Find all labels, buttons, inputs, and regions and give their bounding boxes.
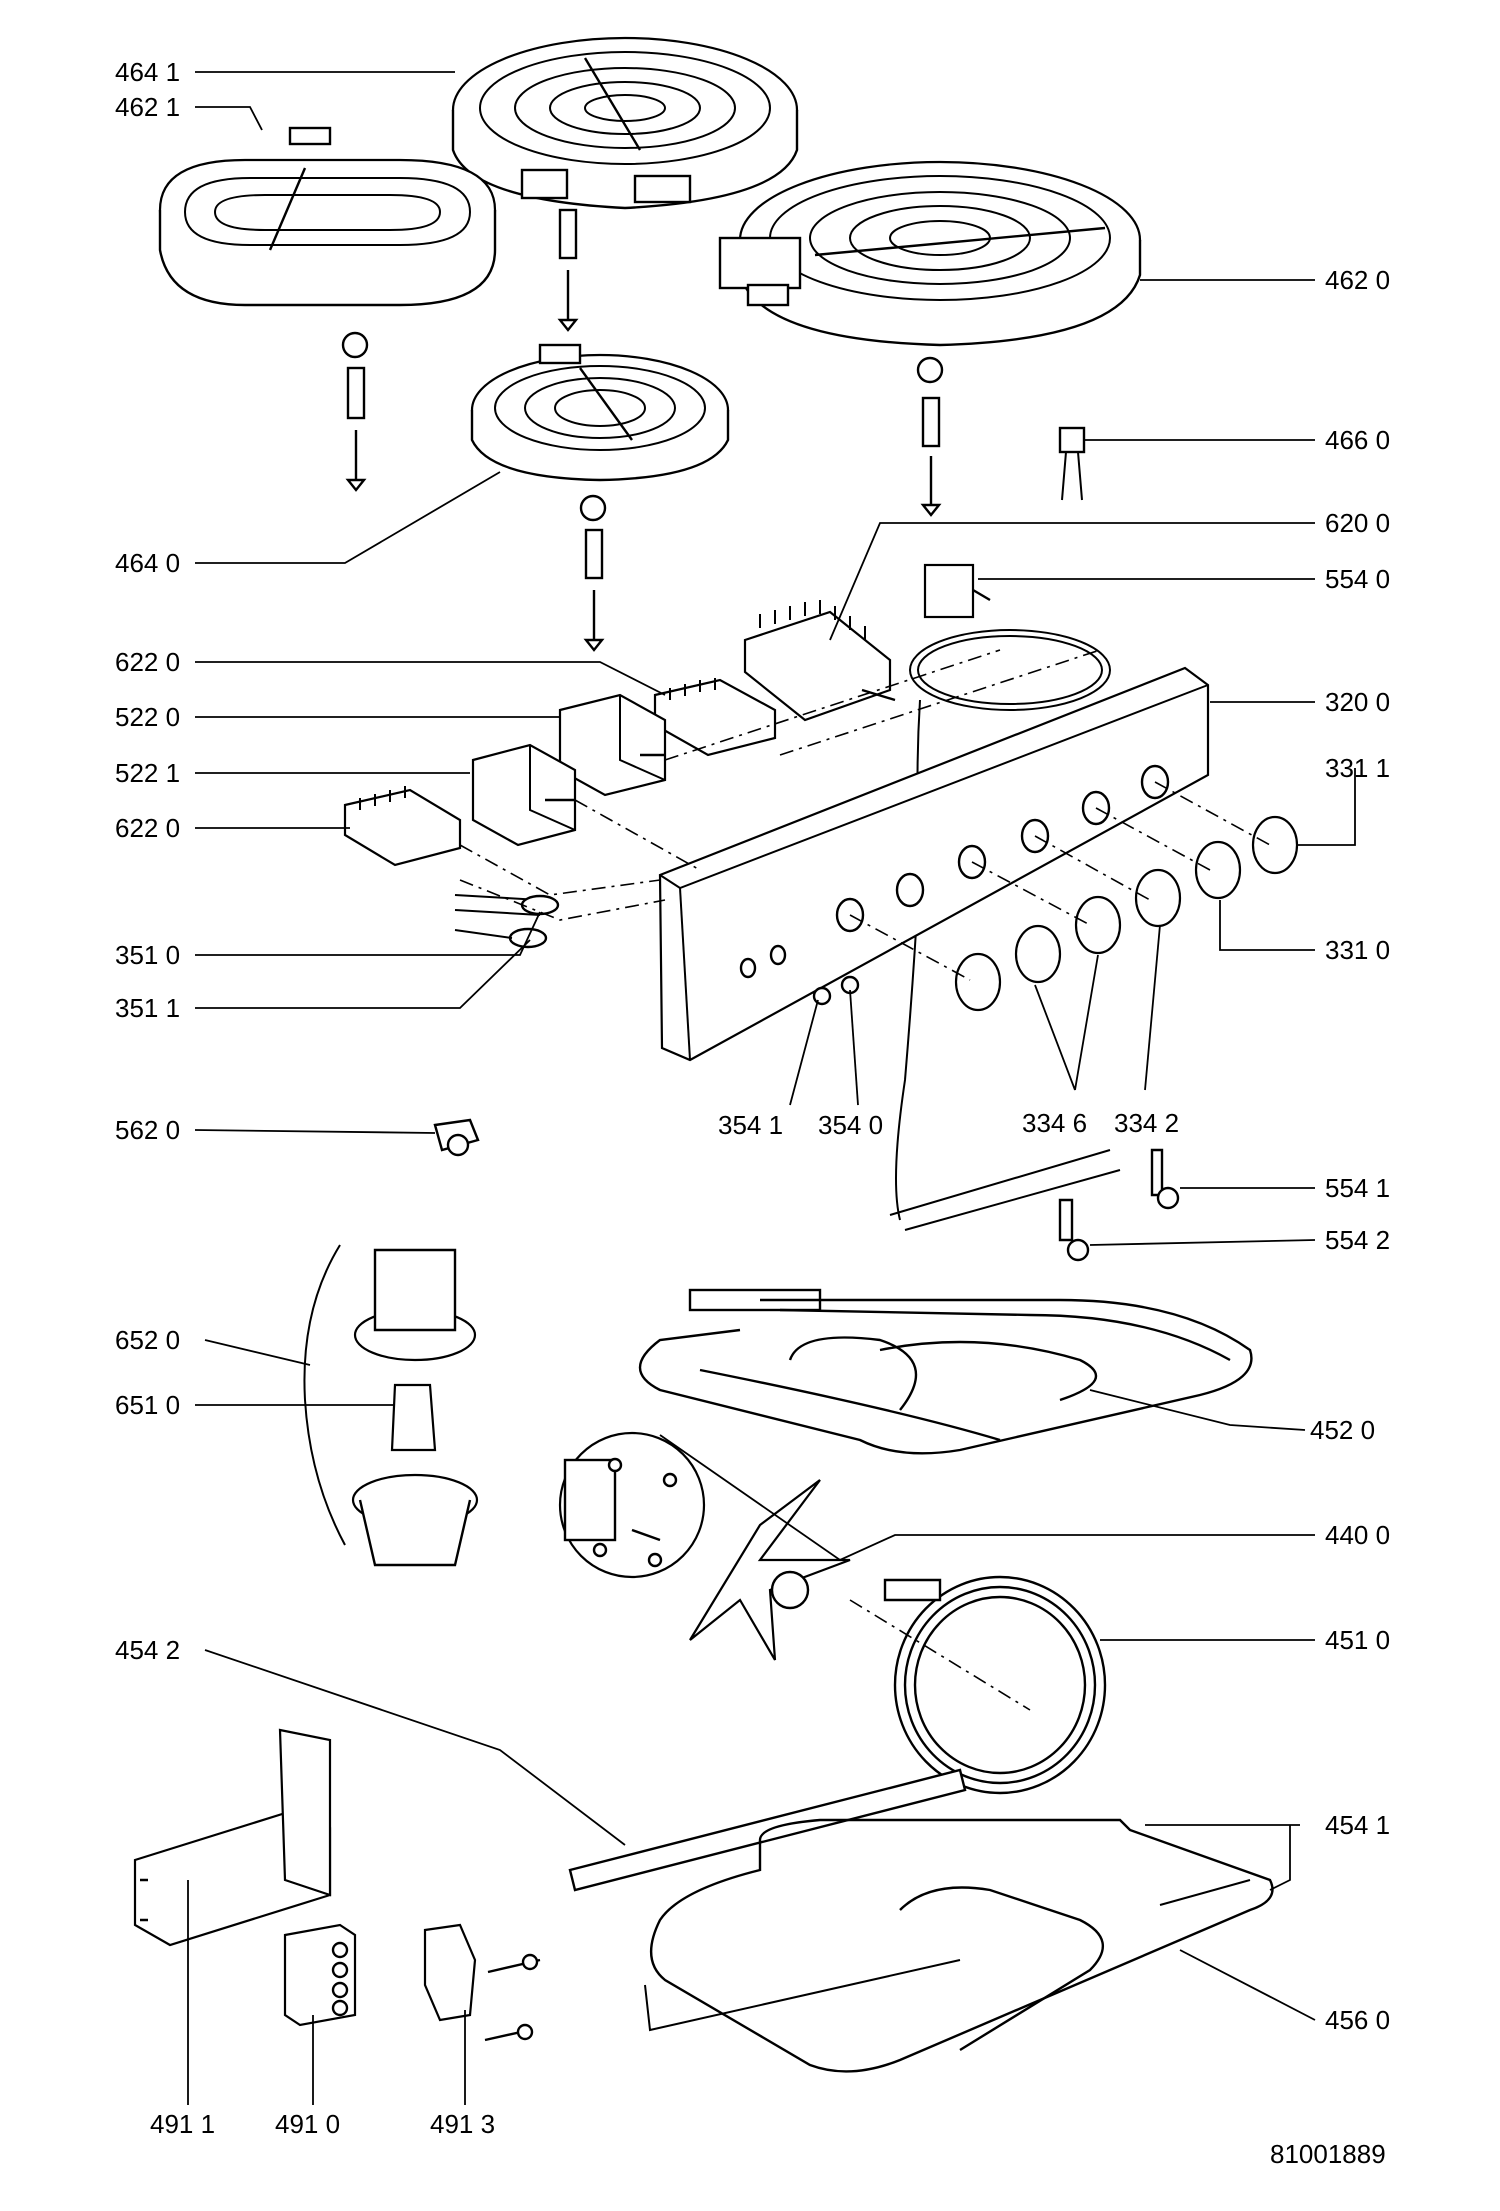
clips bbox=[433, 1118, 1180, 1262]
switch-622-0-lower bbox=[343, 786, 462, 867]
label-331-0: 331 0 bbox=[1325, 935, 1390, 965]
label-491-1: 491 1 bbox=[150, 2109, 215, 2139]
label-454-2: 454 2 bbox=[115, 1635, 180, 1665]
energy-regulator-522-1 bbox=[471, 743, 577, 847]
label-554-0: 554 0 bbox=[1325, 564, 1390, 594]
label-652-0: 652 0 bbox=[115, 1325, 180, 1355]
switch-491-3 bbox=[423, 1923, 541, 2042]
hotplate-464-1 bbox=[451, 36, 799, 210]
label-351-0: 351 0 bbox=[115, 940, 180, 970]
label-491-0: 491 0 bbox=[275, 2109, 340, 2139]
label-354-0: 354 0 bbox=[818, 1110, 883, 1140]
label-451-0: 451 0 bbox=[1325, 1625, 1390, 1655]
label-622-0-upper: 622 0 bbox=[115, 647, 180, 677]
label-456-0: 456 0 bbox=[1325, 2005, 1390, 2035]
terminal-block-491-0 bbox=[283, 1923, 357, 2027]
lamps-351 bbox=[454, 894, 560, 949]
circular-element-451-0 bbox=[849, 1575, 1107, 1795]
mounting-hardware bbox=[341, 208, 944, 652]
label-651-0: 651 0 bbox=[115, 1390, 180, 1420]
label-454-1: 454 1 bbox=[1325, 1810, 1390, 1840]
label-464-1: 464 1 bbox=[115, 57, 180, 87]
label-440-0: 440 0 bbox=[1325, 1520, 1390, 1550]
hotplate-462-1 bbox=[158, 126, 497, 307]
label-554-2: 554 2 bbox=[1325, 1225, 1390, 1255]
bottom-element-456-0 bbox=[644, 1818, 1274, 2073]
label-622-0-lower: 622 0 bbox=[115, 813, 180, 843]
label-331-1: 331 1 bbox=[1325, 753, 1390, 783]
label-554-1: 554 1 bbox=[1325, 1173, 1390, 1203]
label-466-0: 466 0 bbox=[1325, 425, 1390, 455]
label-354-1: 354 1 bbox=[718, 1110, 783, 1140]
label-351-1: 351 1 bbox=[115, 993, 180, 1023]
label-462-0: 462 0 bbox=[1325, 265, 1390, 295]
label-452-0: 452 0 bbox=[1310, 1415, 1375, 1445]
oven-lamp-assembly bbox=[303, 1244, 479, 1567]
document-code: 81001889 bbox=[1270, 2139, 1386, 2169]
grill-element-452-0 bbox=[639, 1288, 1253, 1455]
assembly-dash-lines bbox=[459, 649, 1271, 981]
pilot-lamp-466-0 bbox=[1058, 426, 1086, 501]
control-panel-320-0 bbox=[658, 666, 1210, 1062]
label-620-0: 620 0 bbox=[1325, 508, 1390, 538]
switch-620-0 bbox=[743, 600, 896, 722]
label-334-2: 334 2 bbox=[1114, 1108, 1179, 1138]
leader-lines bbox=[187, 71, 1356, 2105]
label-491-3: 491 3 bbox=[430, 2109, 495, 2139]
knobs bbox=[812, 815, 1299, 1012]
fan-motor-440-0 bbox=[558, 1431, 851, 1661]
bracket-491-1 bbox=[133, 1728, 332, 1947]
label-464-0: 464 0 bbox=[115, 548, 180, 578]
switch-622-0-upper bbox=[653, 678, 777, 757]
label-320-0: 320 0 bbox=[1325, 687, 1390, 717]
hotplate-464-0 bbox=[470, 343, 730, 482]
part-labels: 464 1 462 1 462 0 466 0 464 0 620 0 554 … bbox=[115, 57, 1390, 2169]
label-334-6: 334 6 bbox=[1022, 1108, 1087, 1138]
label-562-0: 562 0 bbox=[115, 1115, 180, 1145]
thermostat-554-0 bbox=[895, 563, 1111, 1221]
hotplate-462-0 bbox=[718, 160, 1142, 347]
label-522-0: 522 0 bbox=[115, 702, 180, 732]
label-522-1: 522 1 bbox=[115, 758, 180, 788]
label-462-1: 462 1 bbox=[115, 92, 180, 122]
